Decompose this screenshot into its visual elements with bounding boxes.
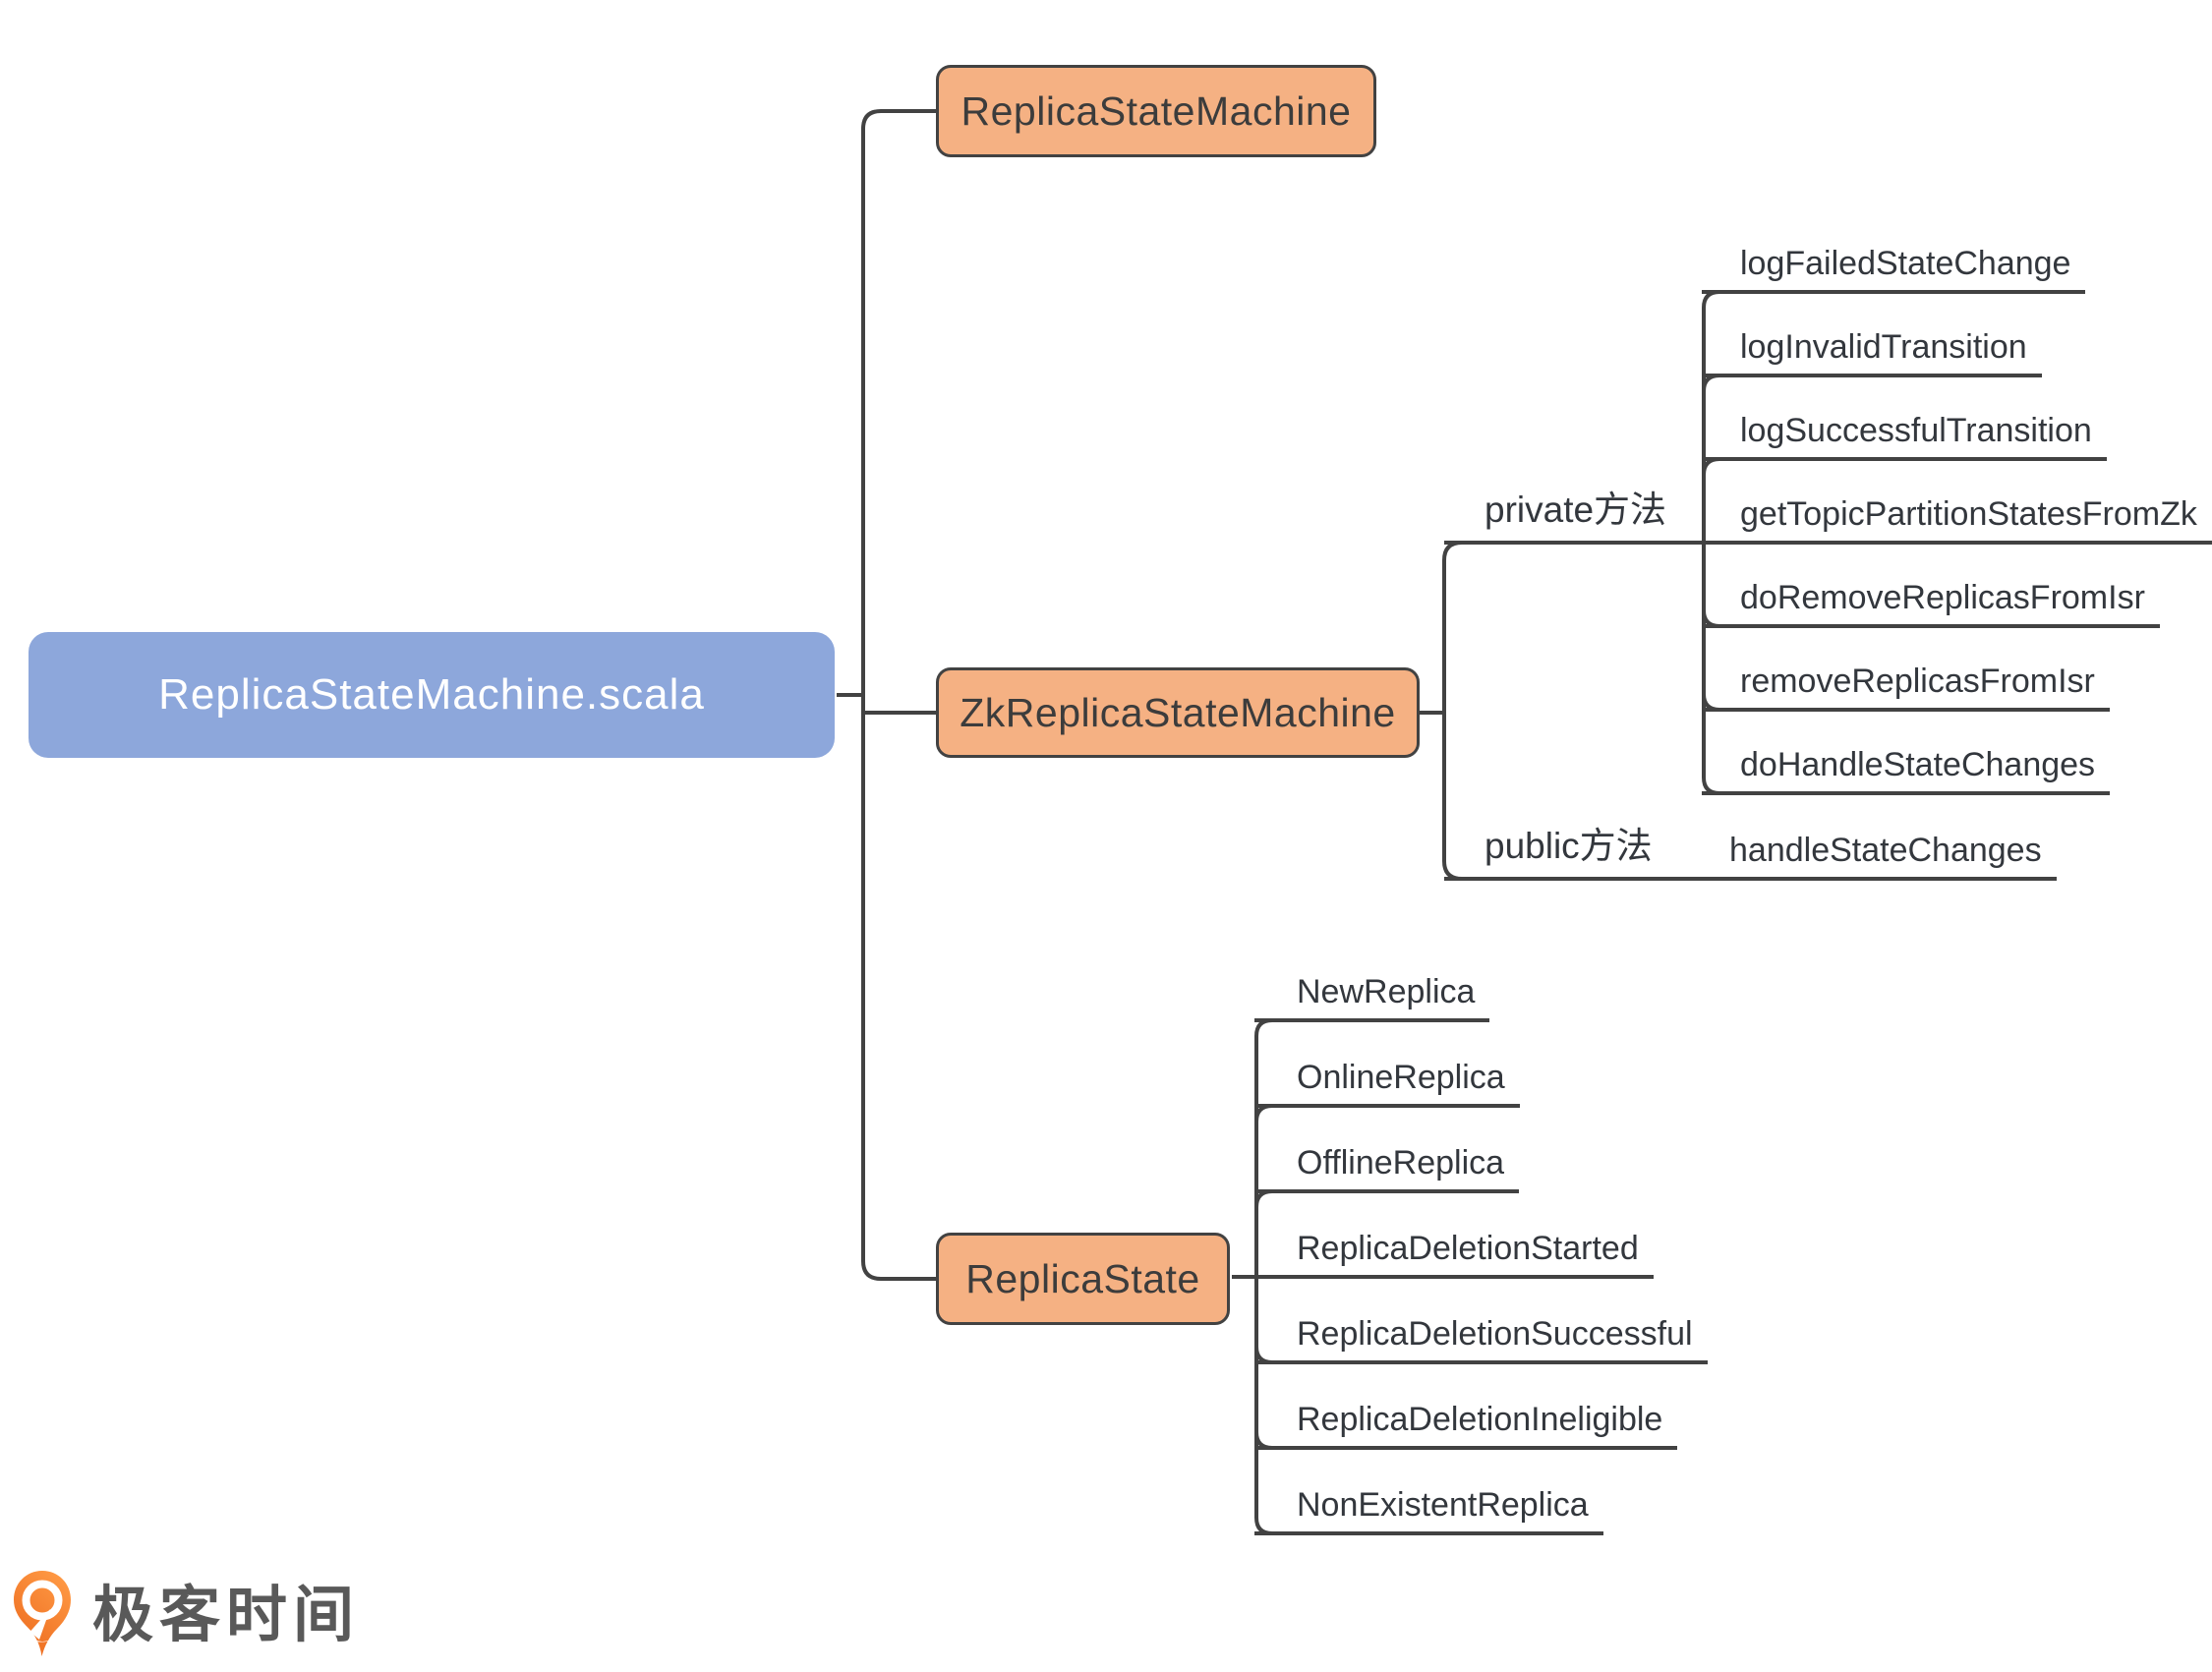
method-item: logSuccessfulTransition (1702, 414, 2107, 461)
state-item: OnlineReplica (1254, 1061, 1520, 1108)
state-item: ReplicaDeletionIneligible (1254, 1403, 1678, 1450)
geektime-logo-icon (14, 1571, 71, 1656)
group-label-public-methods: public方法 (1444, 828, 1711, 881)
state-item: ReplicaDeletionStarted (1254, 1232, 1654, 1279)
method-item: doRemoveReplicasFromIsr (1702, 581, 2160, 628)
group-label-private-methods: private方法 (1444, 491, 1706, 545)
node-replica-state: ReplicaState (936, 1233, 1230, 1325)
state-item: NonExistentReplica (1254, 1488, 1603, 1535)
method-item: removeReplicasFromIsr (1702, 664, 2110, 712)
node-zk-replica-state-machine: ZkReplicaStateMachine (936, 667, 1420, 758)
geektime-logo: 极客时间 (10, 1568, 360, 1664)
state-item: OfflineReplica (1254, 1146, 1520, 1193)
node-replica-state-machine: ReplicaStateMachine (936, 65, 1376, 157)
method-item: doHandleStateChanges (1702, 748, 2111, 795)
method-item: logFailedStateChange (1702, 247, 2086, 294)
method-item: logInvalidTransition (1702, 330, 2042, 377)
root-node: ReplicaStateMachine.scala (29, 632, 835, 758)
state-item: NewReplica (1254, 975, 1490, 1022)
method-item: handleStateChanges (1709, 834, 2057, 881)
method-item: getTopicPartitionStatesFromZk (1702, 497, 2212, 545)
state-item: ReplicaDeletionSuccessful (1254, 1317, 1708, 1364)
geektime-logo-text: 极客时间 (92, 1582, 361, 1649)
